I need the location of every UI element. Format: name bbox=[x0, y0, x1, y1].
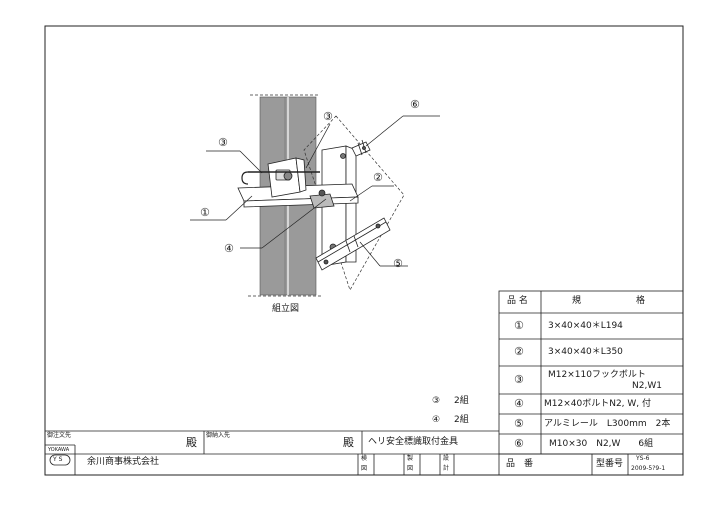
table-row-3-spec2: N2,W1 bbox=[632, 381, 662, 391]
callout-3-top: ③ bbox=[323, 110, 333, 123]
callout-6: ⑥ bbox=[410, 98, 420, 111]
table-row-5-mark: ⑤ bbox=[514, 417, 524, 430]
callout-5: ⑤ bbox=[393, 257, 403, 270]
check-label-4: 図 bbox=[407, 465, 414, 472]
check-label-3: 製 bbox=[407, 455, 414, 462]
table-row-3-mark: ③ bbox=[514, 373, 524, 386]
check-label-1: 検 bbox=[361, 455, 368, 462]
check-label-6: 計 bbox=[443, 465, 450, 472]
title-block-grid bbox=[45, 430, 683, 475]
drawing-date: 2009-5?9-1 bbox=[631, 465, 666, 472]
qty-mark-4: ④ bbox=[432, 415, 441, 425]
callout-3-left: ③ bbox=[218, 136, 228, 149]
table-row-6-mark: ⑥ bbox=[514, 437, 524, 450]
logo-oval bbox=[49, 454, 71, 466]
table-row-4-spec: M12×40ボルトN2, W, 付 bbox=[544, 399, 652, 409]
table-row-4-mark: ④ bbox=[514, 397, 524, 410]
table-header-spec2: 格 bbox=[636, 296, 646, 306]
aluminum-rail-upper bbox=[351, 139, 371, 157]
table-header-item: 品 名 bbox=[507, 296, 528, 306]
drawing-title: ヘリ安全標識取付金具 bbox=[368, 437, 459, 447]
sheet-border bbox=[44, 25, 684, 476]
table-row-3-spec: M12×110フックボルト bbox=[548, 370, 646, 380]
callout-2: ② bbox=[373, 171, 383, 184]
customer-label: 御注文先 bbox=[47, 432, 72, 439]
check-label-5: 設 bbox=[443, 455, 450, 462]
drawing-no: YS-6 bbox=[636, 455, 650, 462]
parts-table-grid bbox=[498, 290, 684, 455]
drawing-caption: 組立図 bbox=[272, 304, 300, 314]
customer-suffix: 殿 bbox=[186, 436, 197, 449]
qty-value-3: 2組 bbox=[454, 396, 469, 406]
leader-lines bbox=[190, 115, 440, 267]
logo-mark: Y S bbox=[53, 456, 63, 463]
table-row-5-spec: アルミレール L300mm 2本 bbox=[544, 419, 671, 429]
logo-top-text: YOKAWA bbox=[48, 447, 70, 453]
angle-bracket-short bbox=[237, 157, 359, 209]
check-label-2: 図 bbox=[361, 465, 368, 472]
table-header-spec: 規 bbox=[572, 296, 582, 306]
table-row-6-spec: M10×30 N2,W 6組 bbox=[549, 439, 654, 449]
table-row-1-mark: ① bbox=[514, 319, 524, 332]
assembly-drawing bbox=[190, 94, 440, 297]
table-row-1-spec: 3×40×40＊L194 bbox=[548, 321, 623, 331]
delivery-label: 御納入先 bbox=[206, 432, 231, 439]
table-row-2-mark: ② bbox=[514, 345, 524, 358]
table-row-2-spec: 3×40×40＊L350 bbox=[548, 347, 623, 357]
qty-mark-3: ③ bbox=[432, 396, 441, 406]
company-name: 余川商事株式会社 bbox=[87, 457, 160, 467]
delivery-suffix: 殿 bbox=[343, 436, 354, 449]
sign-plate-outline bbox=[303, 115, 405, 291]
qty-value-4: 2組 bbox=[454, 415, 469, 425]
callout-4: ④ bbox=[224, 242, 234, 255]
drawing-no-label: 型番号 bbox=[596, 459, 624, 469]
part-no-label: 品 番 bbox=[506, 459, 534, 469]
hook-bolt bbox=[241, 171, 320, 185]
callout-1: ① bbox=[200, 206, 210, 219]
aluminum-rail-lower bbox=[315, 217, 391, 271]
